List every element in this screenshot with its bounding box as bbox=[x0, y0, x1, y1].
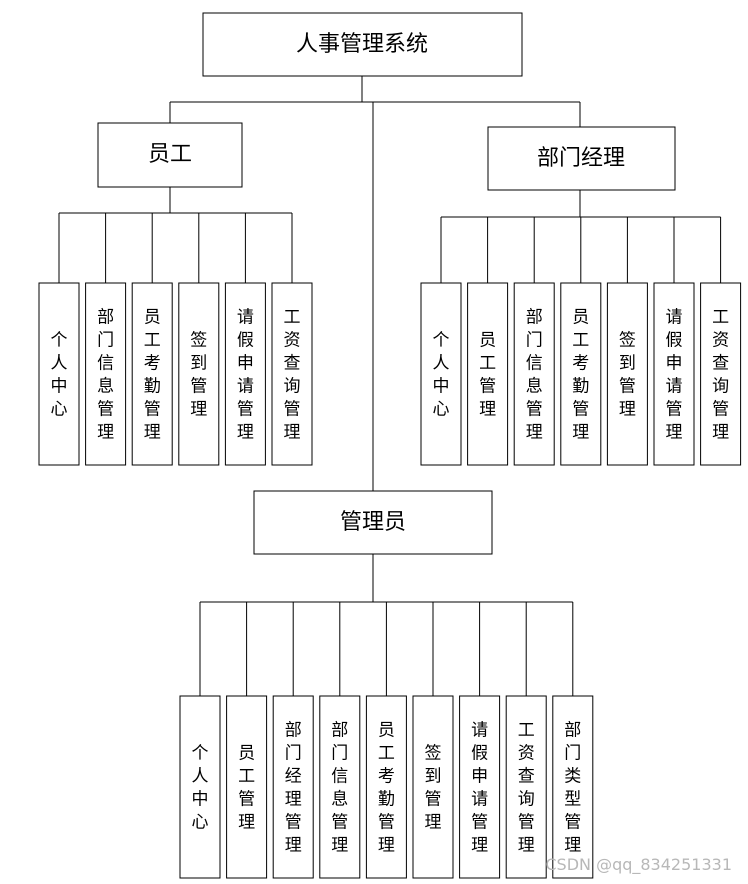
employee-leaf-box bbox=[38, 282, 80, 466]
employee-leaf-box bbox=[131, 282, 173, 466]
admin-leaf-label: 员工管理 bbox=[238, 744, 255, 833]
manager-leaf-box bbox=[700, 282, 742, 466]
watermark: CSDN @qq_834251331 bbox=[545, 855, 732, 875]
employee-children: 个人中心 部门信息管理 员工考勤管理 签到管理 请假申请管理 工资查询管理 bbox=[38, 187, 313, 466]
employee-leaf-box bbox=[178, 282, 220, 466]
manager-leaf-box bbox=[467, 282, 509, 466]
admin-label: 管理员 bbox=[340, 510, 406, 535]
admin-leaf-box bbox=[319, 695, 361, 879]
manager-leaf-box bbox=[560, 282, 602, 466]
admin-leaf-label: 请假申请管理 bbox=[471, 721, 488, 856]
admin-leaf-label: 工资查询管理 bbox=[518, 721, 535, 856]
manager-leaf-label: 请假申请管理 bbox=[666, 308, 683, 443]
admin-leaf-box bbox=[272, 695, 314, 879]
employee-leaf-label: 部门信息管理 bbox=[97, 308, 114, 443]
admin-box bbox=[253, 490, 493, 555]
manager-leaf-label: 员工考勤管理 bbox=[572, 308, 589, 443]
manager-leaf-label: 员工管理 bbox=[479, 331, 496, 420]
manager-children: 个人中心 员工管理 部门信息管理 员工考勤管理 签到管理 请假申请管理 工资查询管理 bbox=[420, 190, 742, 466]
manager-leaf-label: 个人中心 bbox=[433, 331, 450, 420]
admin-leaf-label: 签到管理 bbox=[425, 744, 442, 833]
manager-leaf-label: 部门信息管理 bbox=[526, 308, 543, 443]
admin-leaf-box bbox=[226, 695, 268, 879]
manager-leaf-label: 工资查询管理 bbox=[712, 308, 729, 443]
admin-leaf-box bbox=[552, 695, 594, 879]
employee-leaf-box bbox=[85, 282, 127, 466]
employee-leaf-box bbox=[224, 282, 266, 466]
employee-leaf-box bbox=[271, 282, 313, 466]
admin-leaf-box bbox=[365, 695, 407, 879]
employee-leaf-label: 员工考勤管理 bbox=[144, 308, 161, 443]
employee-leaf-label: 请假申请管理 bbox=[237, 308, 254, 443]
manager-label: 部门经理 bbox=[537, 146, 625, 171]
manager-leaf-box bbox=[653, 282, 695, 466]
manager-box bbox=[487, 126, 676, 191]
admin-leaf-box bbox=[412, 695, 454, 879]
admin-leaf-label: 部门经理管理 bbox=[285, 721, 302, 856]
admin-leaf-box bbox=[505, 695, 547, 879]
admin-leaf-label: 个人中心 bbox=[192, 744, 209, 833]
admin-leaf-label: 部门信息管理 bbox=[331, 721, 348, 856]
manager-leaf-box bbox=[606, 282, 648, 466]
admin-leaf-box bbox=[179, 695, 221, 879]
employee-leaf-label: 个人中心 bbox=[51, 331, 68, 420]
manager-leaf-label: 签到管理 bbox=[619, 331, 636, 420]
employee-label: 员工 bbox=[148, 142, 192, 167]
manager-leaf-box bbox=[513, 282, 555, 466]
employee-leaf-label: 工资查询管理 bbox=[284, 308, 301, 443]
root-box bbox=[202, 12, 523, 77]
employee-leaf-label: 签到管理 bbox=[190, 331, 207, 420]
admin-leaf-box bbox=[459, 695, 501, 879]
admin-leaf-label: 部门类型管理 bbox=[564, 721, 581, 856]
admin-children: 个人中心 员工管理 部门经理管理 部门信息管理 员工考勤管理 签到管理 请假申请管理 工资查询… bbox=[179, 554, 594, 879]
root-label: 人事管理系统 bbox=[296, 32, 428, 57]
admin-leaf-label: 员工考勤管理 bbox=[378, 721, 395, 856]
manager-leaf-box bbox=[420, 282, 462, 466]
